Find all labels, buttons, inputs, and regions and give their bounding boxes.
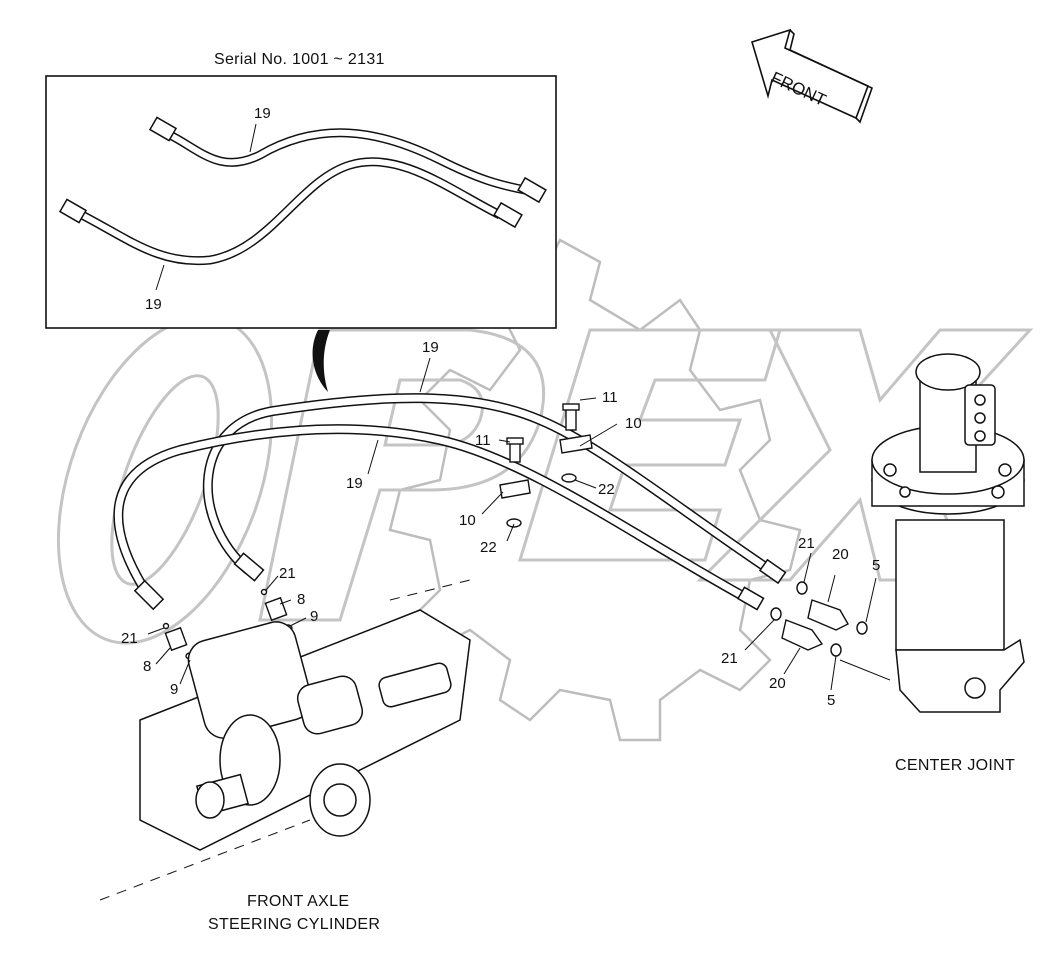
inset-hose-upper: [148, 116, 547, 204]
part-number-20-b: 20: [769, 675, 786, 692]
part-number-22-left: 22: [480, 539, 497, 556]
part-number-22-right: 22: [598, 481, 615, 498]
part-number-5-a: 5: [872, 557, 881, 574]
inset-pointer: [312, 330, 330, 392]
main-hose-upper: [202, 393, 787, 585]
fittings-right: [770, 581, 868, 657]
part-number-21-b: 21: [721, 650, 738, 667]
front-arrow-icon: [751, 28, 873, 124]
inset-title: Serial No. 1001 ~ 2131: [214, 51, 385, 68]
part-number-8-b: 8: [143, 658, 152, 675]
caption-steering-cylinder: STEERING CYLINDER: [208, 916, 381, 933]
leader-inset-bottom: [155, 264, 165, 291]
front-axle-dashed-lines: [99, 579, 471, 901]
watermark-gear: [388, 238, 802, 742]
part-number-10-right: 10: [625, 415, 642, 432]
part-number-19-hose-mid: 19: [346, 475, 363, 492]
part-number-21-d: 21: [121, 630, 138, 647]
part-number-19-inset-top: 19: [254, 105, 271, 122]
part-number-21-c: 21: [279, 565, 296, 582]
part-number-19-hose-top: 19: [422, 339, 439, 356]
part-number-5-b: 5: [827, 692, 836, 709]
part-number-9-b: 9: [170, 681, 179, 698]
front-axle-drawing: [139, 609, 471, 851]
caption-front-axle: FRONT AXLE: [247, 893, 350, 910]
part-number-10-left: 10: [459, 512, 476, 529]
part-number-9-a: 9: [310, 608, 319, 625]
inset-hose-lower: [58, 157, 523, 266]
center-joint-leader: [839, 659, 891, 681]
center-joint-drawing: [871, 353, 1025, 713]
part-number-21-a: 21: [798, 535, 815, 552]
leader-inset-top: [249, 123, 257, 153]
caption-center-joint: CENTER JOINT: [895, 757, 1016, 774]
part-number-11-left: 11: [475, 432, 491, 449]
part-number-20-a: 20: [832, 546, 849, 563]
part-number-8-a: 8: [297, 591, 306, 608]
part-number-19-inset-bottom: 19: [145, 296, 162, 313]
part-number-11-right: 11: [602, 389, 618, 406]
leader-lines: [147, 357, 877, 691]
main-hose-lower: [113, 424, 765, 611]
clamp-assembly-right: [559, 403, 593, 483]
